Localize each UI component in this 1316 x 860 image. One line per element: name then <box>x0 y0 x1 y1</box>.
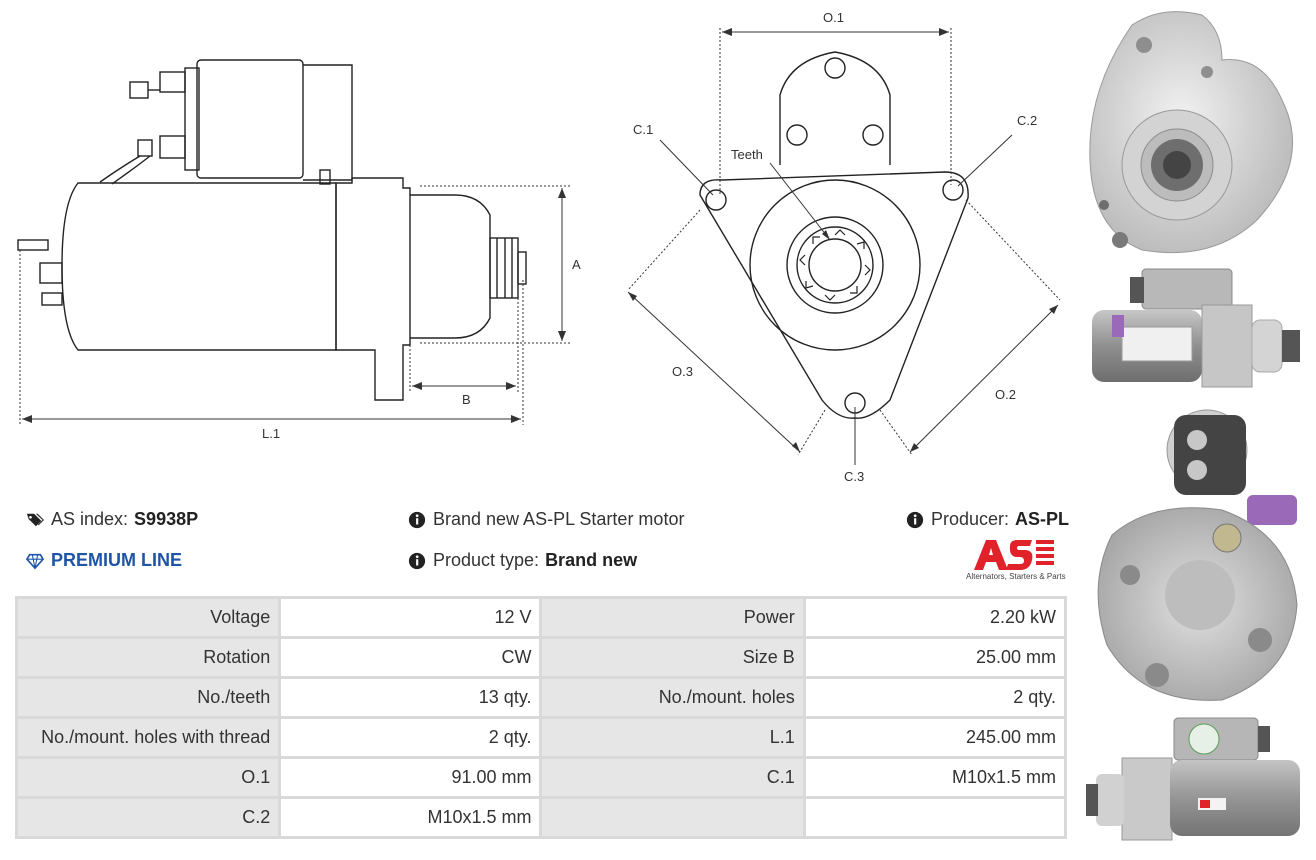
pinion-gear <box>489 237 519 299</box>
spec-value: 2.20 kW <box>805 599 1064 636</box>
spec-key: Voltage <box>18 599 279 636</box>
premium-line-label: PREMIUM LINE <box>51 550 183 570</box>
motor-housing <box>61 182 337 351</box>
product-type-label: Product type: <box>433 550 540 570</box>
spec-value: 12 V <box>281 599 540 636</box>
label-b: B <box>462 392 471 407</box>
front-pinion-teeth <box>799 229 871 301</box>
photo-side-view-2 <box>1086 717 1300 841</box>
label-c3: C.3 <box>844 469 864 484</box>
spec-value: 13 qty. <box>281 679 540 716</box>
label-c1: C.1 <box>633 122 653 137</box>
label-o2: O.2 <box>995 387 1016 402</box>
tags-icon <box>26 513 44 526</box>
photo-rear-view <box>1097 409 1298 701</box>
as-pl-logo <box>974 540 1054 570</box>
info-icon <box>408 552 426 569</box>
producer: Producer: AS-PL <box>906 509 1069 530</box>
front-housing-ring <box>749 179 921 351</box>
solenoid-cap <box>184 67 200 171</box>
photo-side-view <box>1092 268 1300 388</box>
terminal-lower <box>159 135 186 159</box>
brand-tagline: Alternators, Starters & Parts <box>966 572 1066 581</box>
spec-value: 25.00 mm <box>805 639 1064 676</box>
as-index-value: S9938P <box>134 509 199 529</box>
label-o3: O.3 <box>672 364 693 379</box>
product-type-value: Brand new <box>545 550 638 570</box>
technical-drawing: L.1 A B <box>0 0 1080 495</box>
spec-key: C.1 <box>542 759 803 796</box>
spec-value: M10x1.5 mm <box>805 759 1064 796</box>
description: Brand new AS-PL Starter motor <box>408 509 684 530</box>
spec-value: CW <box>281 639 540 676</box>
spec-key: Rotation <box>18 639 279 676</box>
spec-key: No./teeth <box>18 679 279 716</box>
spec-key: O.1 <box>18 759 279 796</box>
as-index-label: AS index: <box>51 509 129 529</box>
producer-value: AS-PL <box>1015 509 1070 529</box>
producer-label: Producer: <box>931 509 1010 529</box>
mount-hole-c2 <box>942 179 964 201</box>
product-type: Product type: Brand new <box>408 550 637 571</box>
info-icon <box>408 511 426 528</box>
drive-end-housing <box>335 177 411 401</box>
label-a: A <box>572 257 581 272</box>
label-o1: O.1 <box>823 10 844 25</box>
description-text: Brand new AS-PL Starter motor <box>433 509 685 529</box>
info-icon <box>906 511 924 528</box>
spec-key: C.2 <box>18 799 279 836</box>
front-flange <box>699 171 969 419</box>
mount-hole-c1 <box>705 189 727 211</box>
spec-value: 2 qty. <box>281 719 540 756</box>
premium-line-badge: PREMIUM LINE <box>26 550 182 571</box>
diamond-icon <box>26 553 44 569</box>
spec-value: M10x1.5 mm <box>281 799 540 836</box>
spec-value: 91.00 mm <box>281 759 540 796</box>
spec-value: 245.00 mm <box>805 719 1064 756</box>
starter-drawing-svg: L.1 A B <box>17 10 1061 484</box>
solenoid-body <box>196 59 304 179</box>
label-c2: C.2 <box>1017 113 1037 128</box>
terminal-upper <box>159 71 186 93</box>
spec-key: L.1 <box>542 719 803 756</box>
photo-front-face <box>1089 11 1294 254</box>
front-top-lug <box>779 51 891 165</box>
spec-key <box>542 799 803 836</box>
as-index: AS index: S9938P <box>26 509 198 530</box>
label-l1: L.1 <box>262 426 280 441</box>
spec-value <box>805 799 1064 836</box>
spec-key: Power <box>542 599 803 636</box>
label-teeth: Teeth <box>731 147 763 162</box>
spec-key: No./mount. holes with thread <box>18 719 279 756</box>
spec-key: Size B <box>542 639 803 676</box>
spec-key: No./mount. holes <box>542 679 803 716</box>
product-photos <box>1082 0 1316 860</box>
spec-value: 2 qty. <box>805 679 1064 716</box>
